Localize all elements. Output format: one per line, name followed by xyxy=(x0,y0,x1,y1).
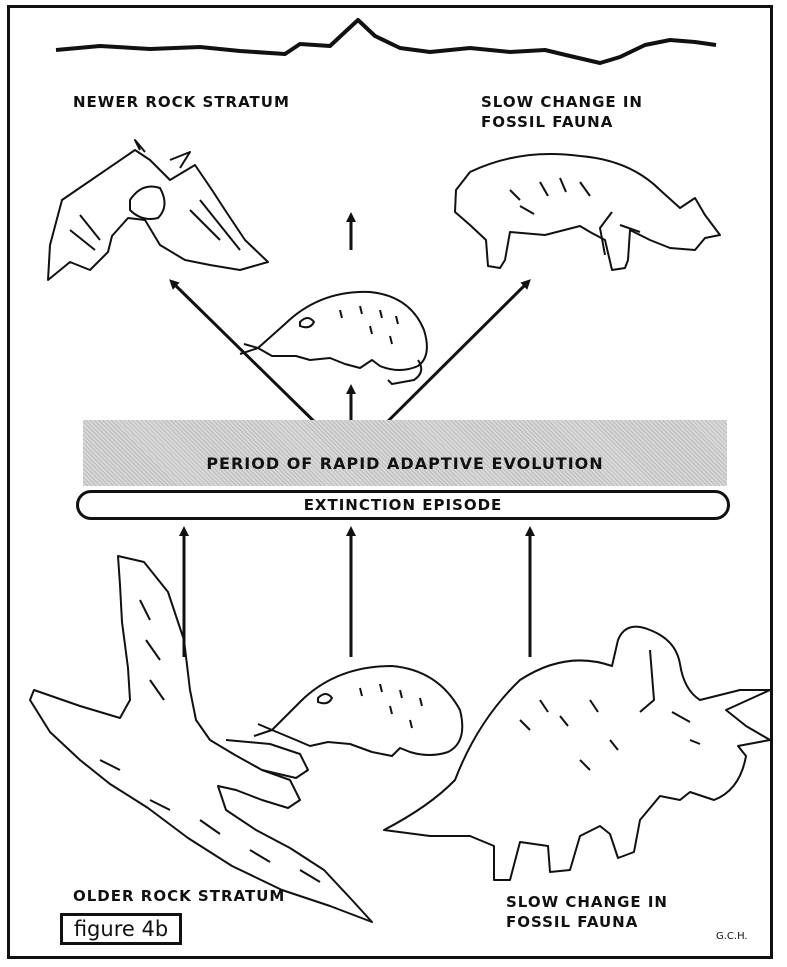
slow-change-top-label: SLOW CHANGE IN FOSSIL FAUNA xyxy=(481,92,681,132)
rhinoceros-illustration xyxy=(455,154,720,270)
author-signature: G.C.H. xyxy=(716,931,748,942)
pterosaur-illustration xyxy=(30,556,372,922)
small-mammal-top-illustration xyxy=(240,292,427,384)
arrow-diagonal-right xyxy=(372,282,528,437)
bat-illustration xyxy=(48,140,268,280)
rapid-evolution-band: PERIOD OF RAPID ADAPTIVE EVOLUTION xyxy=(83,420,727,486)
rapid-evolution-label: PERIOD OF RAPID ADAPTIVE EVOLUTION xyxy=(206,454,603,473)
older-rock-stratum-label: OLDER ROCK STRATUM xyxy=(73,886,285,906)
extinction-episode-bar: EXTINCTION EPISODE xyxy=(76,490,730,520)
slow-change-bottom-label: SLOW CHANGE IN FOSSIL FAUNA xyxy=(506,892,706,932)
figure-caption-box: figure 4b xyxy=(60,913,182,945)
newer-rock-stratum-label: NEWER ROCK STRATUM xyxy=(73,92,290,112)
stratum-surface-line xyxy=(56,20,716,63)
small-mammal-bottom-illustration xyxy=(254,666,462,756)
